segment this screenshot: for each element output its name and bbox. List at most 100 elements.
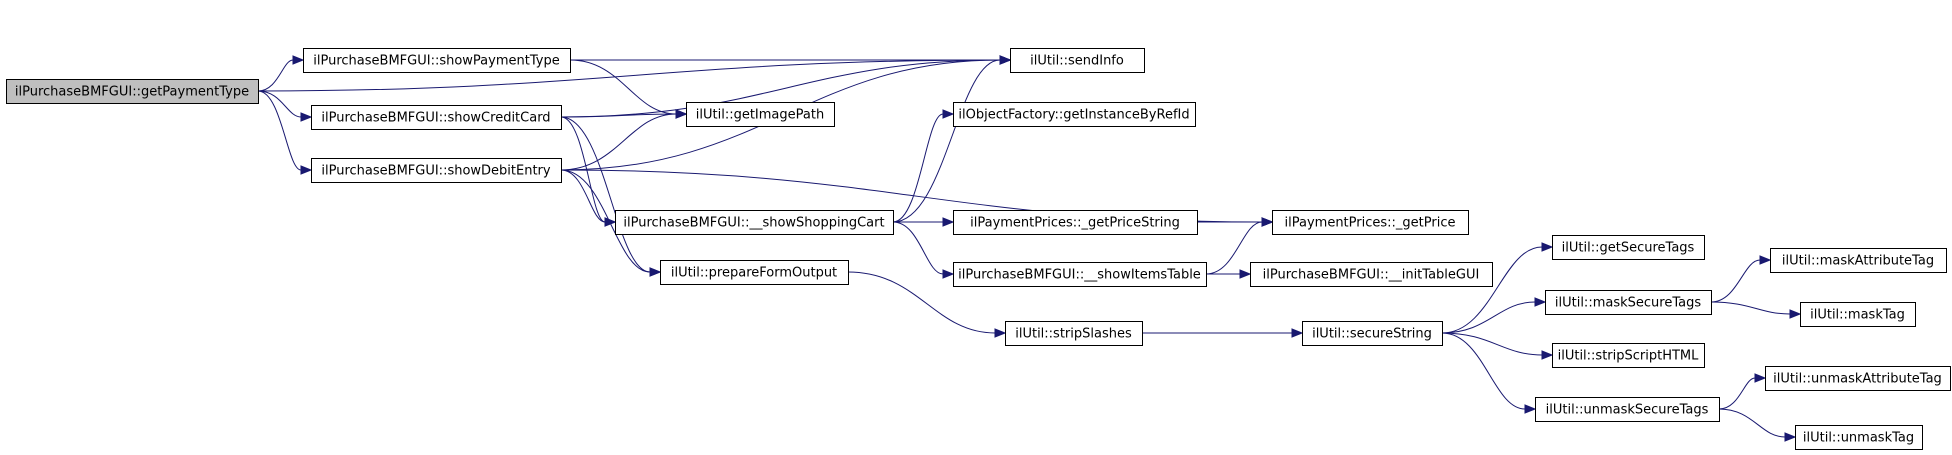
node-box-unmaskSecureTags[interactable] [1535, 397, 1720, 422]
node-unmaskAttributeTag[interactable]: ilUtil::unmaskAttributeTag [1765, 366, 1951, 391]
node-label-showPaymentType: ilPurchaseBMFGUI::showPaymentType [313, 54, 559, 69]
node-getImagePath[interactable]: ilUtil::getImagePath [686, 102, 835, 127]
node-layer: ilPurchaseBMFGUI::getPaymentTypeilPurcha… [6, 48, 1951, 450]
node-showShoppingCart[interactable]: ilPurchaseBMFGUI::__showShoppingCart [615, 210, 894, 235]
arrowhead-unmaskSecureTags-to-unmaskAttributeTag [1754, 373, 1767, 383]
node-label-maskTag: ilUtil::maskTag [1810, 308, 1905, 323]
node-box-showDebitEntry[interactable] [311, 158, 562, 183]
node-unmaskSecureTags[interactable]: ilUtil::unmaskSecureTags [1535, 397, 1720, 422]
node-label-showDebitEntry: ilPurchaseBMFGUI::showDebitEntry [321, 164, 551, 179]
edge-secureString-to-unmaskSecureTags [1441, 332, 1526, 410]
edge-showCreditCard-to-sendInfo [560, 59, 1001, 118]
arrowhead-showShoppingCart-to-showItemsTable [942, 269, 955, 279]
node-stripScriptHTML[interactable]: ilUtil::stripScriptHTML [1552, 343, 1705, 368]
node-showDebitEntry[interactable]: ilPurchaseBMFGUI::showDebitEntry [311, 158, 562, 183]
node-label-unmaskAttributeTag: ilUtil::unmaskAttributeTag [1773, 372, 1942, 387]
node-box-maskTag[interactable] [1800, 302, 1916, 327]
node-box-showItemsTable[interactable] [953, 262, 1207, 287]
arrowhead-secureString-to-stripScriptHTML [1541, 350, 1554, 360]
node-box-getImagePath[interactable] [686, 102, 835, 127]
node-initTableGUI[interactable]: ilPurchaseBMFGUI::__initTableGUI [1250, 262, 1493, 287]
node-box-showShoppingCart[interactable] [615, 210, 894, 235]
arrowhead-stripSlashes-to-secureString [1291, 328, 1304, 338]
node-box-showPaymentType[interactable] [303, 48, 571, 73]
node-box-getInstanceByRefId[interactable] [953, 102, 1196, 127]
node-box-maskSecureTags[interactable] [1545, 290, 1712, 315]
arrowhead-showShoppingCart-to-sendInfo [999, 55, 1012, 65]
node-box-getPrice[interactable] [1272, 210, 1469, 235]
node-box-sendInfo[interactable] [1010, 48, 1145, 73]
arrowhead-showDebitEntry-to-getImagePath [675, 109, 688, 119]
node-box-secureString[interactable] [1302, 321, 1443, 346]
edge-showPaymentType-to-getImagePath [569, 59, 677, 115]
node-box-initTableGUI[interactable] [1250, 262, 1493, 287]
node-box-getPaymentType[interactable] [6, 79, 259, 104]
node-label-stripScriptHTML: ilUtil::stripScriptHTML [1558, 349, 1700, 364]
edge-showCreditCard-to-prepareFormOutput [560, 116, 651, 273]
node-label-stripSlashes: ilUtil::stripSlashes [1015, 327, 1132, 342]
edge-showDebitEntry-to-getImagePath [560, 113, 677, 171]
node-label-maskSecureTags: ilUtil::maskSecureTags [1555, 296, 1701, 311]
node-box-getSecureTags[interactable] [1552, 235, 1705, 260]
node-box-unmaskAttributeTag[interactable] [1765, 366, 1951, 391]
node-label-showShoppingCart: ilPurchaseBMFGUI::__showShoppingCart [623, 216, 884, 231]
node-box-showCreditCard[interactable] [311, 105, 562, 130]
arrowhead-prepareFormOutput-to-stripSlashes [994, 328, 1007, 338]
node-label-getInstanceByRefId: ilObjectFactory::getInstanceByRefId [958, 108, 1189, 123]
node-maskTag[interactable]: ilUtil::maskTag [1800, 302, 1916, 327]
edge-showShoppingCart-to-sendInfo [892, 59, 1001, 223]
arrowhead-secureString-to-unmaskSecureTags [1524, 404, 1537, 414]
node-maskAttributeTag[interactable]: ilUtil::maskAttributeTag [1770, 248, 1947, 273]
arrowhead-showItemsTable-to-getPrice [1261, 217, 1274, 227]
node-box-maskAttributeTag[interactable] [1770, 248, 1947, 273]
node-sendInfo[interactable]: ilUtil::sendInfo [1010, 48, 1145, 73]
node-getPriceString[interactable]: ilPaymentPrices::_getPriceString [953, 210, 1198, 235]
edge-secureString-to-maskSecureTags [1441, 301, 1536, 334]
node-showPaymentType[interactable]: ilPurchaseBMFGUI::showPaymentType [303, 48, 571, 73]
node-box-getPriceString[interactable] [953, 210, 1198, 235]
node-stripSlashes[interactable]: ilUtil::stripSlashes [1005, 321, 1143, 346]
node-getSecureTags[interactable]: ilUtil::getSecureTags [1552, 235, 1705, 260]
node-label-secureString: ilUtil::secureString [1312, 327, 1432, 342]
node-box-stripScriptHTML[interactable] [1552, 343, 1705, 368]
arrowhead-secureString-to-getSecureTags [1541, 242, 1554, 252]
edge-getPaymentType-to-sendInfo [257, 59, 1001, 92]
arrowhead-showShoppingCart-to-getInstanceByRefId [942, 109, 955, 119]
node-getInstanceByRefId[interactable]: ilObjectFactory::getInstanceByRefId [953, 102, 1196, 127]
node-box-unmaskTag[interactable] [1795, 425, 1923, 450]
edge-getPaymentType-to-showPaymentType [257, 59, 294, 92]
edge-showCreditCard-to-getImagePath [560, 113, 677, 118]
node-getPrice[interactable]: ilPaymentPrices::_getPrice [1272, 210, 1469, 235]
edge-unmaskSecureTags-to-unmaskAttributeTag [1718, 377, 1756, 410]
edge-getPaymentType-to-showCreditCard [257, 90, 302, 118]
node-label-maskAttributeTag: ilUtil::maskAttributeTag [1782, 254, 1934, 269]
node-label-getPriceString: ilPaymentPrices::_getPriceString [970, 216, 1180, 231]
arrowhead-showDebitEntry-to-prepareFormOutput [649, 267, 662, 277]
node-box-stripSlashes[interactable] [1005, 321, 1143, 346]
node-prepareFormOutput[interactable]: ilUtil::prepareFormOutput [660, 260, 849, 285]
edge-showDebitEntry-to-showShoppingCart [560, 169, 606, 223]
edge-prepareFormOutput-to-stripSlashes [847, 271, 996, 334]
node-label-showCreditCard: ilPurchaseBMFGUI::showCreditCard [321, 111, 550, 126]
arrowhead-getPaymentType-to-showDebitEntry [300, 165, 313, 175]
arrowhead-getPaymentType-to-showPaymentType [292, 55, 305, 65]
node-unmaskTag[interactable]: ilUtil::unmaskTag [1795, 425, 1923, 450]
edge-maskSecureTags-to-maskTag [1710, 301, 1791, 315]
node-box-prepareFormOutput[interactable] [660, 260, 849, 285]
node-showCreditCard[interactable]: ilPurchaseBMFGUI::showCreditCard [311, 105, 562, 130]
node-label-getSecureTags: ilUtil::getSecureTags [1562, 241, 1695, 256]
node-label-getPaymentType: ilPurchaseBMFGUI::getPaymentType [15, 85, 249, 100]
node-getPaymentType[interactable]: ilPurchaseBMFGUI::getPaymentType [6, 79, 259, 104]
arrowhead-unmaskSecureTags-to-unmaskTag [1784, 432, 1797, 442]
edge-maskSecureTags-to-maskAttributeTag [1710, 259, 1761, 303]
edge-secureString-to-getSecureTags [1441, 246, 1543, 334]
node-secureString[interactable]: ilUtil::secureString [1302, 321, 1443, 346]
node-maskSecureTags[interactable]: ilUtil::maskSecureTags [1545, 290, 1712, 315]
arrowhead-secureString-to-maskSecureTags [1534, 297, 1547, 307]
edge-showDebitEntry-to-prepareFormOutput [560, 169, 651, 273]
edge-showItemsTable-to-getPrice [1205, 221, 1263, 275]
node-label-showItemsTable: ilPurchaseBMFGUI::__showItemsTable [958, 268, 1201, 283]
edge-showShoppingCart-to-showItemsTable [892, 221, 944, 275]
arrowhead-maskSecureTags-to-maskAttributeTag [1759, 255, 1772, 265]
node-showItemsTable[interactable]: ilPurchaseBMFGUI::__showItemsTable [953, 262, 1207, 287]
